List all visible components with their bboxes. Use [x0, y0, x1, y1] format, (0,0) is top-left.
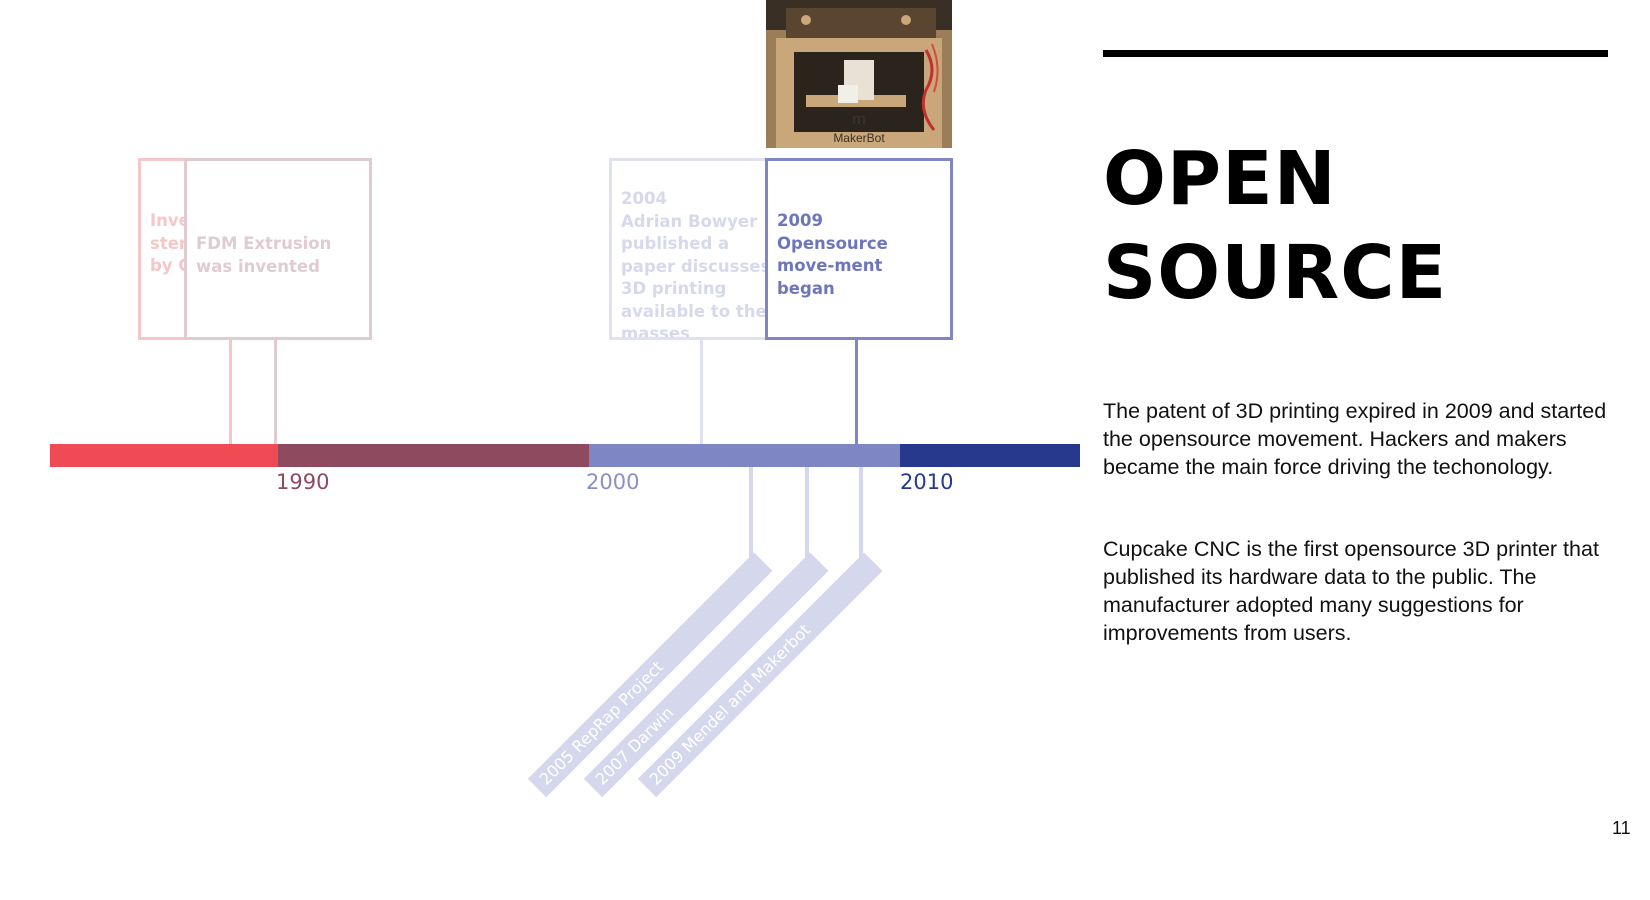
event-year: 2004 — [621, 189, 667, 208]
page-number: 11 — [1612, 818, 1631, 838]
diagonal-stem — [749, 467, 753, 558]
lower-label: 2009 Mendel and Makerbot — [637, 552, 883, 798]
diagonal-stem — [805, 467, 809, 558]
lower-label: 2007 Darwin — [583, 552, 829, 798]
connector-line — [229, 340, 232, 444]
event-line: by C — [150, 256, 191, 275]
top-rule — [1103, 50, 1608, 57]
page-title: OPEN SOURCE — [1103, 132, 1623, 320]
event-text: Adrian Bowyer published a paper discusse… — [621, 211, 771, 340]
timeline-segment — [278, 444, 589, 467]
event-year: 2009 — [777, 211, 823, 230]
connector-line — [274, 340, 277, 444]
event-text: Opensource move-ment began — [777, 233, 888, 298]
event-box-fdm: FDM Extrusion was invented — [184, 158, 372, 340]
title-line: OPEN — [1103, 136, 1337, 222]
event-box-2009: 2009 Opensource move-ment began — [765, 158, 953, 340]
timeline-segment — [589, 444, 900, 467]
body-paragraph: The patent of 3D printing expired in 200… — [1103, 399, 1607, 479]
lower-label: 2005 RepRap Project — [527, 552, 773, 798]
year-label-2000: 2000 — [586, 470, 640, 494]
diagonal-stem — [859, 467, 863, 558]
timeline-segment — [900, 444, 1080, 467]
title-line: SOURCE — [1103, 230, 1448, 316]
svg-text:m: m — [852, 111, 866, 128]
connector-line — [855, 340, 858, 444]
body-paragraph: Cupcake CNC is the first opensource 3D p… — [1103, 537, 1599, 645]
event-line: Inve — [150, 211, 190, 230]
connector-line — [700, 340, 703, 444]
makerbot-printer-photo: m MakerBot — [766, 0, 952, 148]
event-box-2004: 2004 Adrian Bowyer published a paper dis… — [609, 158, 799, 340]
year-label-1990: 1990 — [276, 470, 330, 494]
event-text: FDM Extrusion was invented — [196, 234, 332, 276]
timeline-segment — [50, 444, 278, 467]
printer-illustration: m MakerBot — [766, 0, 952, 148]
year-label-2010: 2010 — [900, 470, 954, 494]
brand-text: MakerBot — [833, 131, 885, 145]
